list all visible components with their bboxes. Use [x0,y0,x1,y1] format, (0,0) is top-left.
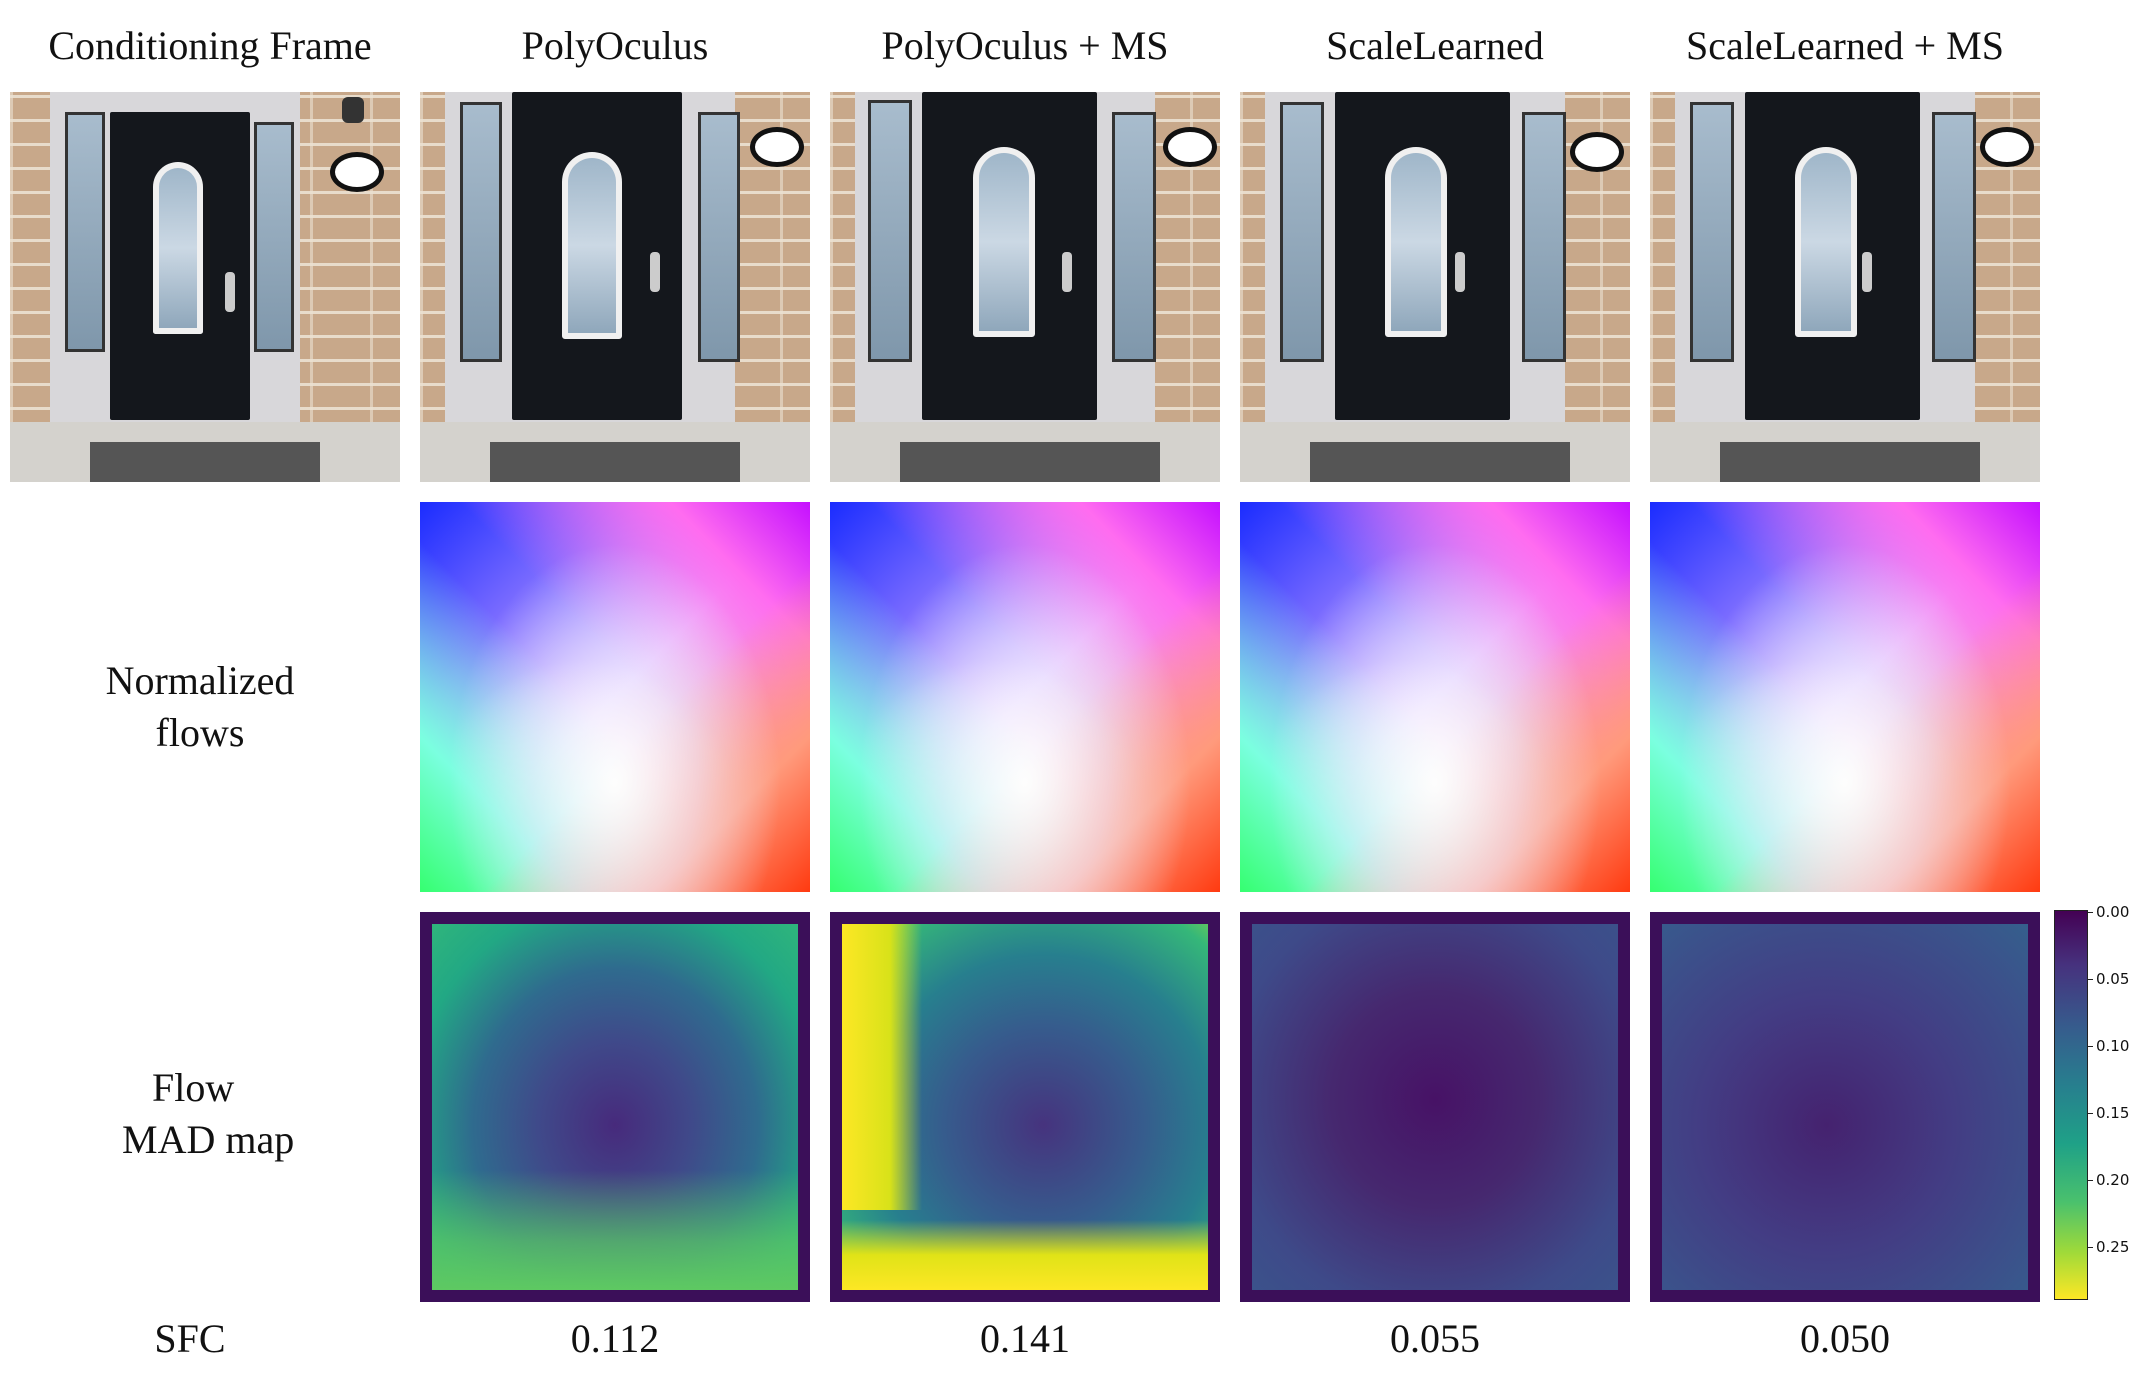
polyoculus-mad-map [420,912,810,1302]
colorbar-tick-0 [2087,912,2093,913]
scalelearned-ms-generated-image [1650,92,2040,482]
row-label-normalized-flows-line1: Normalized [105,658,295,703]
scalelearned-mad-map [1240,912,1630,1302]
header-polyoculus: PolyOculus [521,23,709,68]
colorbar-tick-1 [2087,979,2093,980]
colorbar-tick-3 [2087,1113,2093,1114]
conditioning-frame-image [10,92,400,482]
colorbar-tick-label-4: 0.20 [2096,1171,2130,1189]
polyoculus-flow-map [420,502,810,892]
sfc-value-scalelearned: 0.055 [1390,1316,1480,1361]
colorbar-tick-2 [2087,1046,2093,1047]
polyoculus-ms-flow-map [830,502,1220,892]
colorbar-tick-label-3: 0.15 [2096,1104,2130,1122]
colorbar-tick-label-5: 0.25 [2096,1238,2130,1256]
header-conditioning-frame: Conditioning Frame [48,23,372,68]
colorbar-tick-label-2: 0.10 [2096,1037,2130,1055]
polyoculus-ms-mad-map [830,912,1220,1302]
header-scalelearned-ms: ScaleLearned + MS [1685,23,2004,68]
scalelearned-flow-map [1240,502,1630,892]
scalelearned-generated-image [1240,92,1630,482]
polyoculus-ms-generated-image [830,92,1220,482]
mad-colorbar [2054,910,2088,1300]
colorbar-tick-label-0: 0.00 [2096,903,2130,921]
row-label-normalized-flows-line2: flows [155,710,245,755]
colorbar-tick-label-1: 0.05 [2096,970,2130,988]
row-label-flow-mad-line2: MAD map [122,1117,295,1162]
polyoculus-generated-image [420,92,810,482]
row-label-flow-mad-map: Flow MAD map [60,1062,360,1166]
scalelearned-ms-mad-map [1650,912,2040,1302]
sfc-value-polyoculus: 0.112 [570,1316,660,1361]
header-scalelearned: ScaleLearned [1326,23,1544,68]
row-label-sfc: SFC [154,1316,226,1361]
colorbar-tick-4 [2087,1180,2093,1181]
header-polyoculus-ms: PolyOculus + MS [881,23,1169,68]
row-label-normalized-flows: Normalized flows [40,655,360,759]
sfc-value-scalelearned-ms: 0.050 [1800,1316,1890,1361]
sfc-value-polyoculus-ms: 0.141 [980,1316,1070,1361]
colorbar-tick-5 [2087,1247,2093,1248]
scalelearned-ms-flow-map [1650,502,2040,892]
row-label-flow-mad-line1: Flow [152,1065,235,1110]
